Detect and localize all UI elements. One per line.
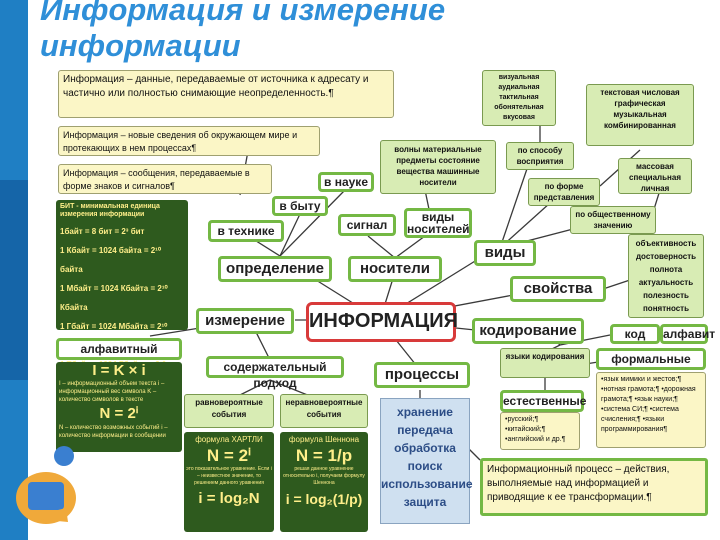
natural-list: •русский;¶ •китайский;¶ •английский и др…	[500, 412, 580, 450]
sidebar-stripe	[0, 180, 28, 380]
node-properties: свойства	[510, 276, 606, 302]
shannon-box: формула Шеннона N = 1/p решая данное ура…	[280, 432, 368, 532]
slide-title: Информация и измерение информации	[40, 0, 446, 63]
social-list: массовая специальная личная	[618, 158, 692, 194]
node-in-life: в быту	[272, 196, 328, 216]
node-types: виды	[474, 240, 536, 266]
formula-n2i: N = 2ⁱ	[99, 405, 139, 422]
formal-list: •язык мимики и жестов;¶ •нотная грамота;…	[596, 372, 706, 448]
logo-icon	[16, 446, 76, 524]
center-node: ИНФОРМАЦИЯ	[306, 302, 458, 342]
logo	[6, 438, 86, 530]
definition-2: Информация – новые сведения об окружающе…	[58, 126, 320, 156]
definition-1: Информация – данные, передаваемые от ист…	[58, 70, 394, 118]
bit-row: 1байт = 8 бит = 2³ бит	[60, 227, 145, 236]
shannon-desc: решая данное уравнение относительно i, п…	[283, 466, 365, 486]
hartley-formula: N = 2ⁱ	[206, 446, 252, 465]
process-list: хранение передача обработка поиск исполь…	[380, 398, 473, 524]
definition-3: Информация – сообщения, передаваемые в ф…	[58, 164, 272, 194]
shannon-formula: N = 1/p	[295, 446, 353, 465]
node-natural: естественные	[500, 390, 586, 412]
node-in-tech: в технике	[208, 220, 284, 242]
bit-row: 1 Кбайт = 1024 байта = 2¹⁰ байта	[60, 246, 162, 274]
node-alphabet: алфавит	[660, 324, 715, 344]
alphabet-approach-box: I = K × i I – информационный объем текст…	[56, 362, 182, 452]
properties-list: объективность достоверность полнота акту…	[628, 234, 704, 318]
node-carriers: носители	[348, 256, 442, 282]
shannon-log: i = log₂(1/p)	[285, 491, 363, 507]
node-processes: процессы	[374, 362, 470, 388]
non-equiprobable-events: неравновероятные события	[280, 394, 368, 428]
bit-box-head: БИТ - минимальная единица измерения инфо…	[60, 203, 160, 218]
hartley-label: формула ХАРТЛИ	[195, 435, 263, 444]
node-coding: кодирование	[472, 318, 584, 344]
coding-languages: языки кодирования	[500, 348, 590, 378]
shannon-label: формула Шеннона	[288, 435, 360, 444]
bit-box: БИТ - минимальная единица измерения инфо…	[56, 200, 188, 388]
process-definition: Информационный процесс – действия, выпол…	[480, 458, 708, 516]
formula-desc: I – информационный объем текста i – инфо…	[59, 381, 165, 403]
formula-desc2: N – количество возможных событий i – кол…	[59, 425, 168, 439]
hartley-log: i = log₂N	[198, 490, 260, 507]
form-list: текстовая числовая графическая музыкальн…	[586, 84, 694, 146]
hartley-box: формула ХАРТЛИ N = 2ⁱ это показательное …	[184, 432, 274, 532]
node-signal: сигнал	[338, 214, 396, 236]
alphabet-approach-head: алфавитный подход	[56, 338, 182, 372]
carriers-list: волны материальные предметы состояние ве…	[380, 140, 496, 194]
node-measurement: измерение	[196, 308, 294, 334]
hartley-desc: это показательное уравнение. Если i – не…	[186, 466, 272, 486]
equiprobable-events: равновероятные события	[184, 394, 274, 428]
by-social: по общественному значению	[570, 206, 656, 234]
by-perception: по способу восприятия	[506, 142, 574, 170]
node-in-science: в науке	[318, 172, 374, 192]
by-form: по форме представления	[528, 178, 600, 206]
perception-list: визуальная аудиальная тактильная обоняте…	[482, 70, 556, 126]
node-code: код	[610, 324, 660, 344]
formula-ikxi: I = K × i	[92, 362, 146, 379]
node-carrier-types: виды носителей	[404, 208, 472, 238]
bit-row: 1 Мбайт = 1024 Кбайта = 2¹⁰ Кбайта	[60, 284, 168, 312]
content-approach-head: содержательный подход	[206, 356, 344, 390]
node-formal: формальные	[596, 348, 706, 370]
node-definition: определение	[218, 256, 332, 282]
